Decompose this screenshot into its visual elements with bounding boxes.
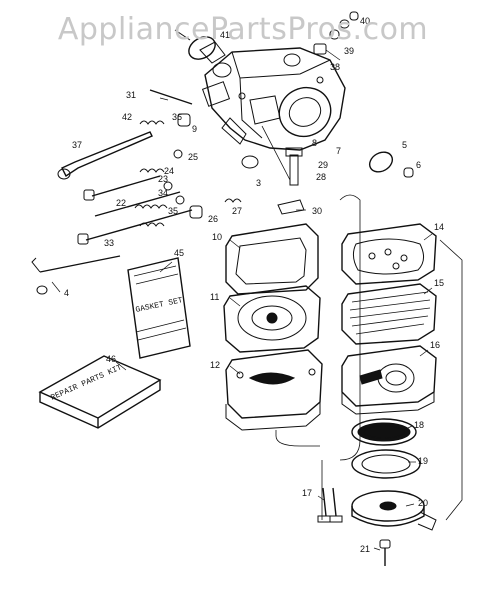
callout-31: 31 (126, 90, 136, 100)
metering-body-16 (341, 345, 437, 415)
callout-25: 25 (188, 152, 198, 162)
callout-18: 18 (414, 420, 424, 430)
callout-20: 20 (418, 498, 428, 508)
callout-39: 39 (344, 46, 354, 56)
callout-22: 22 (116, 198, 126, 208)
callout-29: 29 (318, 160, 328, 170)
callout-17: 17 (302, 488, 312, 498)
callout-8: 8 (312, 138, 317, 148)
callout-28: 28 (316, 172, 326, 182)
screw-group-top-right (313, 11, 359, 61)
callout-15: 15 (434, 278, 444, 288)
pump-body-12 (225, 349, 323, 431)
plug-disc (368, 151, 414, 178)
repair-kit-label: REPAIR PARTS KIT (50, 363, 124, 403)
callout-14: 14 (434, 222, 444, 232)
callout-7: 7 (336, 146, 341, 156)
gasket-10 (225, 223, 319, 295)
callout-35: 35 (168, 206, 178, 216)
throttle-shaft (57, 113, 191, 180)
repair-kit-box: REPAIR PARTS KIT (38, 355, 162, 429)
callout-labels: 41 40 39 38 31 36 9 25 24 42 37 23 34 22… (64, 16, 444, 554)
callout-11: 11 (210, 292, 219, 302)
callout-16: 16 (430, 340, 440, 350)
gasket-set-box: GASKET SET (127, 257, 191, 359)
callout-26: 26 (208, 214, 218, 224)
callout-41: 41 (220, 30, 230, 40)
cover-20 (351, 490, 437, 531)
callout-38: 38 (330, 62, 340, 72)
callout-37: 37 (72, 140, 82, 150)
callout-45: 45 (174, 248, 184, 258)
callout-33: 33 (104, 238, 114, 248)
screen-18 (351, 418, 417, 446)
callout-40: 40 (360, 16, 370, 26)
callout-23: 23 (158, 174, 168, 184)
diaphragm-15 (341, 283, 437, 345)
adjust-screws (77, 149, 242, 245)
screw-17 (317, 487, 343, 523)
gasket-14 (341, 223, 437, 285)
callout-9: 9 (192, 124, 197, 134)
callout-3: 3 (256, 178, 261, 188)
callout-30: 30 (312, 206, 322, 216)
callout-21: 21 (360, 544, 370, 554)
callout-6: 6 (416, 160, 421, 170)
leader-lines (51, 97, 433, 551)
choke-shaft (31, 255, 121, 295)
callout-10: 10 (212, 232, 222, 242)
throttle-shaft-disc (174, 29, 216, 60)
callout-46: 46 (106, 354, 116, 364)
gasket-19 (351, 449, 421, 479)
callout-34-a: 34 (158, 188, 168, 198)
callout-5: 5 (402, 140, 407, 150)
diaphragm-11 (223, 285, 321, 353)
callout-42: 42 (122, 112, 132, 122)
callout-27: 27 (232, 206, 242, 216)
callout-36: 36 (172, 112, 182, 122)
gasket-set-label: GASKET SET (135, 296, 184, 315)
carburetor-body (199, 41, 346, 181)
pin-31 (149, 89, 193, 105)
screw-21 (379, 539, 391, 566)
assembly-lines (275, 194, 463, 521)
callout-12: 12 (210, 360, 220, 370)
callout-24: 24 (164, 166, 174, 176)
callout-4: 4 (64, 288, 69, 298)
inlet-needle (241, 147, 305, 215)
callout-19: 19 (418, 456, 428, 466)
